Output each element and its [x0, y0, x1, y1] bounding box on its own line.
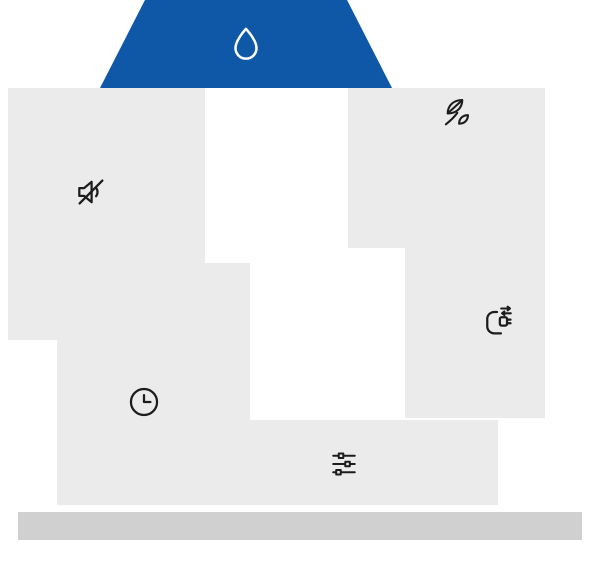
panel-bottom-center: [205, 420, 498, 505]
water-drop-icon: [234, 27, 258, 60]
footer-bar: [18, 512, 582, 540]
header-banner: [100, 0, 392, 88]
settings-sliders-glyph: [332, 452, 356, 476]
leaf-icon: [439, 94, 475, 130]
clock-icon: [126, 384, 162, 420]
leaf-glyph: [444, 98, 469, 126]
power-plug-glyph: [486, 305, 512, 335]
clock-glyph: [129, 387, 159, 417]
volume-mute-glyph: [78, 179, 104, 205]
settings-sliders-icon: [327, 447, 361, 481]
volume-mute-icon: [73, 174, 109, 210]
power-plug-icon: [479, 304, 515, 340]
panel-right-column: [405, 88, 545, 418]
